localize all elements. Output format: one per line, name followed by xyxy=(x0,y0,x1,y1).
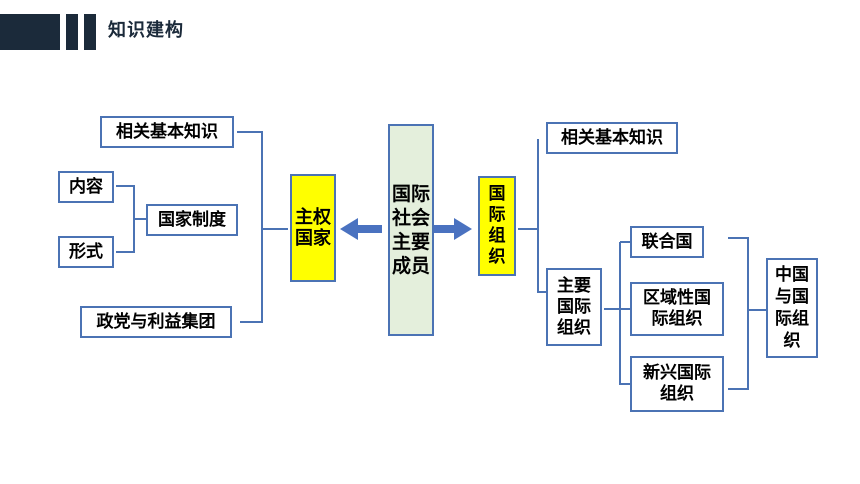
header-stripe-1 xyxy=(66,14,78,50)
main-orgs-node: 主要国际组织 xyxy=(546,268,602,346)
header-stripe-2 xyxy=(84,14,96,50)
sovereign-state-node: 主权国家 xyxy=(290,174,336,282)
right-basic-knowledge-node: 相关基本知识 xyxy=(546,122,678,154)
arrow-right-icon xyxy=(432,218,472,240)
emerging-org-node: 新兴国际组织 xyxy=(630,356,724,412)
regional-org-node: 区域性国际组织 xyxy=(630,282,724,336)
page-title: 知识建构 xyxy=(108,20,184,41)
china-intl-org-node: 中国与国际组织 xyxy=(766,258,818,358)
content-node: 内容 xyxy=(58,171,114,203)
parties-node: 政党与利益集团 xyxy=(80,306,232,338)
state-system-node: 国家制度 xyxy=(146,204,238,236)
arrow-left-icon xyxy=(340,218,382,240)
intl-org-node: 国际组织 xyxy=(478,176,516,276)
left-basic-knowledge-node: 相关基本知识 xyxy=(100,116,234,148)
center-node: 国际社会主要成员 xyxy=(388,124,434,336)
un-node: 联合国 xyxy=(630,226,704,258)
header-bar xyxy=(0,14,60,50)
form-node: 形式 xyxy=(58,236,114,268)
